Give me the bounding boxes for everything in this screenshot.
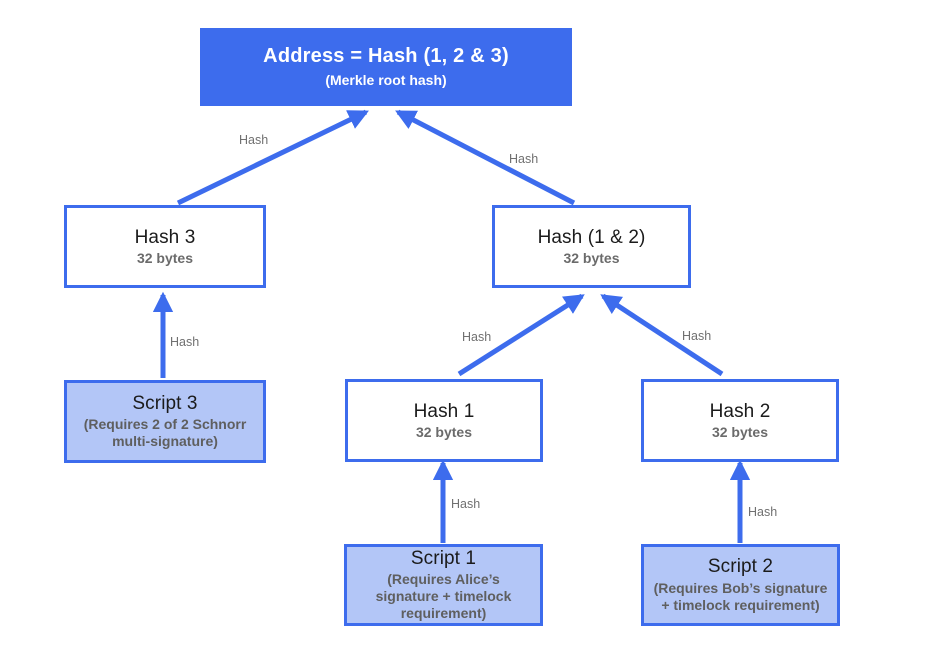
node-script-1-title: Script 1: [410, 547, 477, 569]
node-hash-1-subtitle: 32 bytes: [415, 423, 473, 440]
node-root-subtitle: (Merkle root hash): [325, 72, 447, 89]
node-script-3-title: Script 3: [132, 392, 198, 414]
edge-label-hash3-to-root: Hash: [239, 133, 269, 147]
edge-hash1-to-hash12: [457, 293, 585, 377]
node-script-3-subtitle: (Requires 2 of 2 Schnorr multi-signature…: [83, 416, 247, 450]
node-hash-1-and-2-title: Hash (1 & 2): [537, 226, 646, 248]
node-script-1-subtitle: (Requires Alice’s signature + timelock r…: [375, 571, 512, 622]
node-hash-2-title: Hash 2: [709, 400, 771, 422]
edge-label-script2-to-hash2: Hash: [748, 505, 778, 519]
edge-hash3-to-root: [176, 109, 369, 206]
node-script-2[interactable]: Script 2 (Requires Bob’s signature + tim…: [641, 544, 840, 626]
edge-hash2-to-hash12: [600, 293, 724, 377]
node-script-3[interactable]: Script 3 (Requires 2 of 2 Schnorr multi-…: [64, 380, 266, 463]
node-root-title: Address = Hash (1, 2 & 3): [263, 45, 509, 68]
node-hash-3-subtitle: 32 bytes: [136, 249, 194, 266]
node-hash-1-title: Hash 1: [413, 400, 475, 422]
node-hash-2[interactable]: Hash 2 32 bytes: [641, 379, 839, 462]
node-hash-3[interactable]: Hash 3 32 bytes: [64, 205, 266, 288]
edge-hash12-to-root: [395, 109, 576, 206]
node-root-address[interactable]: Address = Hash (1, 2 & 3) (Merkle root h…: [200, 28, 572, 106]
node-hash-1-and-2[interactable]: Hash (1 & 2) 32 bytes: [492, 205, 691, 288]
node-hash-3-title: Hash 3: [134, 226, 196, 248]
node-script-2-title: Script 2: [707, 556, 774, 578]
node-hash-1[interactable]: Hash 1 32 bytes: [345, 379, 543, 462]
node-hash-2-subtitle: 32 bytes: [711, 423, 769, 440]
edge-label-hash1-to-hash12: Hash: [462, 330, 492, 344]
node-script-2-subtitle: (Requires Bob’s signature + timelock req…: [653, 579, 828, 613]
node-script-1[interactable]: Script 1 (Requires Alice’s signature + t…: [344, 544, 543, 626]
edge-label-hash12-to-root: Hash: [509, 152, 539, 166]
edge-label-script3-to-hash3: Hash: [170, 335, 200, 349]
edge-label-script1-to-hash1: Hash: [451, 497, 481, 511]
edge-label-hash2-to-hash12: Hash: [682, 329, 712, 343]
node-hash-1-and-2-subtitle: 32 bytes: [563, 249, 620, 266]
